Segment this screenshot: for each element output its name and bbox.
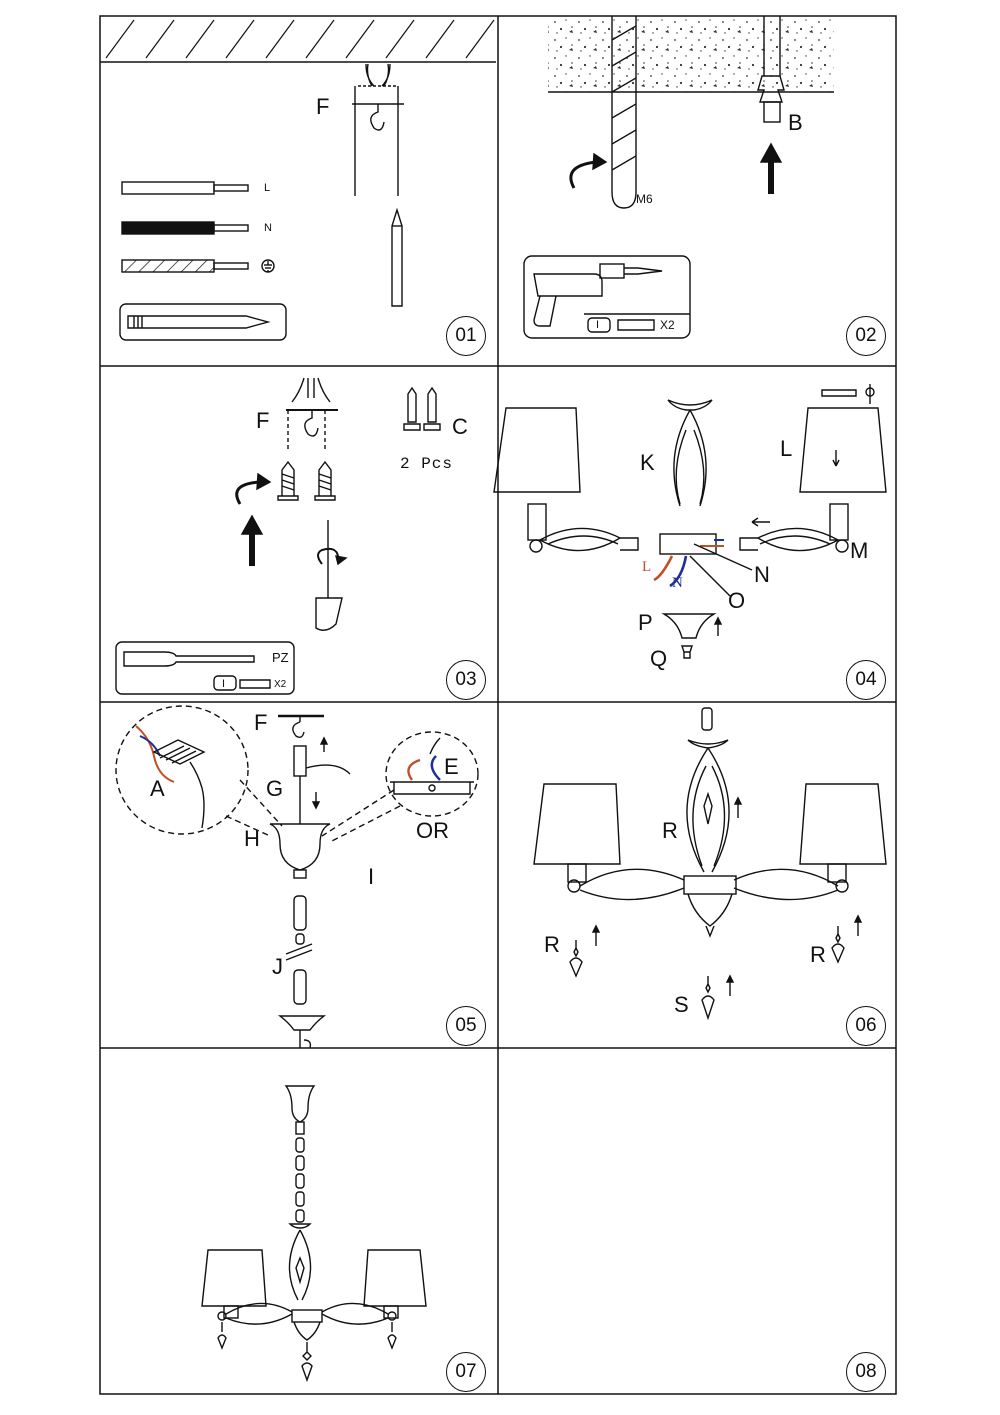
part-label-l: L <box>780 436 793 461</box>
part-label-f: F <box>256 408 270 433</box>
step-number-05: 05 <box>446 1006 486 1046</box>
step-number-07: 07 <box>446 1352 486 1392</box>
panel-01-illustration <box>100 19 496 341</box>
part-label-r-center: R <box>662 818 678 843</box>
wire-label-live: L <box>264 182 271 194</box>
tool-tag-label: I <box>596 319 600 331</box>
step-number-04: 04 <box>846 660 886 700</box>
part-label-e: E <box>444 754 459 779</box>
grid-frame <box>99 15 897 1395</box>
part-label-s: S <box>674 992 689 1017</box>
wire-label-neutral: N <box>264 222 272 234</box>
tool-tag-label: I <box>222 678 226 690</box>
step-number-02: 02 <box>846 316 886 356</box>
panel-07-illustration <box>201 1085 427 1383</box>
part-label-m: M <box>850 538 869 563</box>
part-label-n: N <box>754 562 770 587</box>
part-label-r-left: R <box>544 932 560 957</box>
part-label-h: H <box>244 826 260 851</box>
part-label-g: G <box>266 776 284 801</box>
part-label-j: J <box>272 954 283 979</box>
alternative-label-or: OR <box>416 818 449 843</box>
step-number-08: 08 <box>846 1352 886 1392</box>
part-label-f: F <box>254 710 268 735</box>
screw-qty-label: X2 <box>274 679 287 690</box>
step-number-03: 03 <box>446 660 486 700</box>
panel-06-illustration <box>533 707 887 1021</box>
part-label-i: I <box>368 864 375 889</box>
anchor-qty-label: X2 <box>660 318 675 332</box>
part-label-p: P <box>638 610 653 635</box>
part-label-q: Q <box>650 646 668 671</box>
part-label-r-right: R <box>810 942 826 967</box>
wire-label-neutral: N <box>672 575 683 591</box>
step-number-06: 06 <box>846 1006 886 1046</box>
part-label-b: B <box>788 110 803 135</box>
wire-label-live: L <box>642 559 652 575</box>
panel-05-illustration <box>115 705 479 1049</box>
part-label-c: C <box>452 414 468 439</box>
panel-02-illustration <box>523 16 834 339</box>
part-label-a: A <box>150 776 165 801</box>
part-label-f: F <box>316 94 330 119</box>
screw-count-label: 2 Pcs <box>400 455 454 473</box>
part-label-o: O <box>728 588 746 613</box>
panel-04-illustration <box>493 384 887 659</box>
step-number-01: 01 <box>446 316 486 356</box>
drill-size-label: M6 <box>636 192 653 206</box>
part-label-k: K <box>640 450 655 475</box>
screwdriver-type-label: PZ <box>272 650 289 665</box>
panel-03-illustration <box>115 377 441 695</box>
